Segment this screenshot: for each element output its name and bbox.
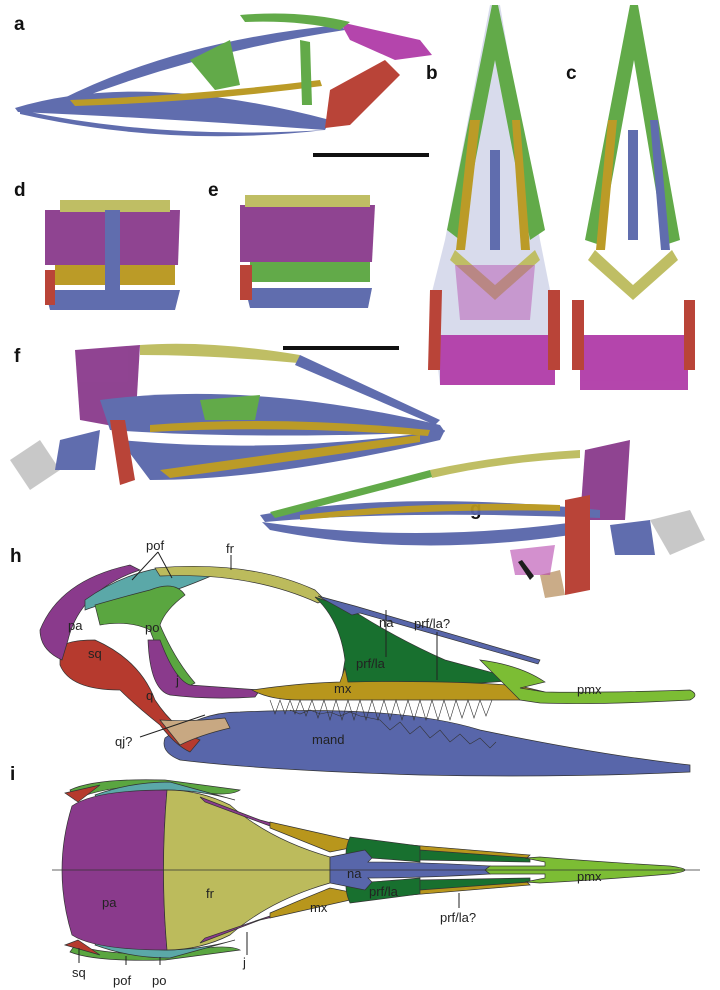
ct-render-oblique-f	[10, 343, 445, 490]
arrow-icon	[518, 560, 534, 580]
label-pa: pa	[68, 618, 83, 633]
label-mand: mand	[312, 732, 345, 747]
label-pmx-dorsal: pmx	[577, 869, 602, 884]
label-fr-dorsal: fr	[206, 886, 215, 901]
label-pof: pof	[146, 538, 164, 553]
panel-label-a: a	[14, 14, 25, 35]
ct-render-oblique-g	[260, 440, 705, 598]
label-pof-dorsal: pof	[113, 973, 131, 988]
scale-bar-a	[313, 153, 429, 157]
panel-label-b: b	[426, 63, 438, 84]
lateral-drawing-h: pof fr pa po na prf/la? sq prf/la j mx q…	[39, 538, 696, 777]
dentary-teeth	[289, 709, 497, 749]
label-na-dorsal: na	[347, 866, 362, 881]
scale-bar-d-e	[283, 346, 399, 350]
maxillary-teeth	[269, 698, 493, 722]
ct-render-posterior-e	[240, 195, 375, 308]
label-fr: fr	[226, 541, 235, 556]
label-po-dorsal: po	[152, 973, 166, 988]
ct-render-posterior-d	[45, 200, 180, 310]
label-mx-dorsal: mx	[310, 900, 328, 915]
label-po: po	[145, 620, 159, 635]
bone-pmx	[479, 659, 696, 704]
label-j: j	[175, 673, 179, 688]
panel-label-h: h	[10, 546, 22, 567]
bone-na	[317, 595, 541, 665]
panel-label-i: i	[10, 764, 15, 785]
label-prf-la-q-dorsal: prf/la?	[440, 910, 476, 925]
ct-render-dorsal-b	[428, 5, 560, 385]
label-pmx: pmx	[577, 682, 602, 697]
label-q: q	[146, 688, 153, 703]
bone-j	[147, 639, 261, 699]
label-prf-la-q: prf/la?	[414, 616, 450, 631]
label-pa-dorsal: pa	[102, 895, 117, 910]
ct-render-lateral-a	[15, 13, 432, 137]
ct-render-ventral-c	[572, 5, 695, 390]
label-prf-la: prf/la	[356, 656, 386, 671]
panel-label-d: d	[14, 180, 26, 201]
panel-label-f: f	[14, 346, 21, 367]
panel-label-c: c	[566, 63, 577, 84]
dorsal-leaders	[78, 893, 460, 965]
label-sq-dorsal: sq	[72, 965, 86, 980]
panel-label-e: e	[208, 180, 219, 201]
label-j-dorsal: j	[242, 955, 246, 970]
label-qj: qj?	[115, 734, 132, 749]
leader-pof	[131, 551, 173, 581]
label-na: na	[379, 615, 394, 630]
label-mx: mx	[334, 681, 352, 696]
bone-mand	[163, 710, 691, 777]
label-prf-la-dorsal: prf/la	[369, 884, 399, 899]
dorsal-drawing-i: na prf/la pa fr mx prf/la? pmx j sq pof …	[52, 779, 700, 988]
leader-qj	[139, 714, 206, 738]
label-sq: sq	[88, 646, 102, 661]
